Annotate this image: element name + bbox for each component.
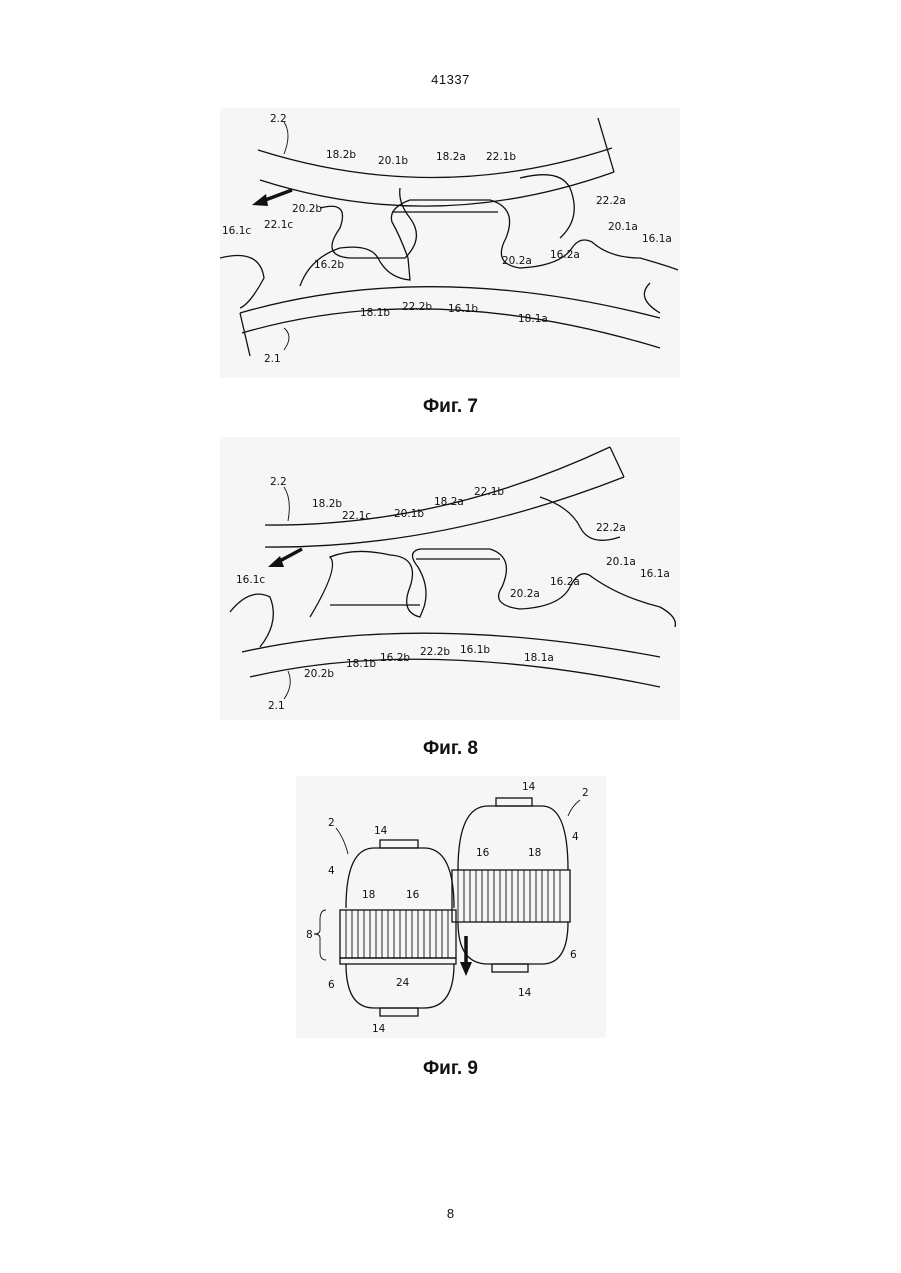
label-16-left: 16	[406, 889, 420, 901]
label-2-1: 2.1	[264, 353, 281, 365]
label-16-right: 16	[476, 847, 490, 859]
label-18-1a: 18.1a	[518, 313, 548, 325]
label-16-1b: 16.1b	[448, 303, 478, 315]
label-20-1b: 20.1b	[378, 155, 408, 167]
figure-8-svg: 2.2 18.2b 22.1c 20.1b 18.2a 22.1b 22.2a …	[220, 437, 680, 720]
figure-8-caption: Фиг. 8	[0, 738, 901, 760]
rail-2-2-end	[610, 447, 624, 477]
label-18-1b: 18.1b	[346, 658, 376, 670]
label-16-2a: 16.2a	[550, 249, 580, 261]
right-gear-teeth	[458, 870, 560, 922]
label-4-left: 4	[328, 865, 335, 877]
figure-7-drawing: 2.2 18.2b 20.1b 18.2a 22.1b 22.2a 20.2b …	[220, 108, 680, 378]
carrier-16-1c	[220, 256, 264, 309]
rail-2-2-end	[598, 118, 614, 172]
direction-arrow-head	[460, 962, 472, 976]
rail-2-1-end	[240, 313, 250, 356]
figure-9-drawing: 2 2 14 14 14 14 4 4 18 16 16 18 8 6 6 24	[296, 776, 606, 1038]
left-roller-ring-24	[340, 958, 456, 964]
right-roller-top-body	[458, 806, 568, 870]
label-14-d: 14	[372, 1023, 386, 1035]
label-16-1b: 16.1b	[460, 644, 490, 656]
label-16-2a: 16.2a	[550, 576, 580, 588]
carrier-outline	[300, 200, 678, 286]
label-14-a: 14	[374, 825, 388, 837]
label-16-1c: 16.1c	[222, 225, 251, 237]
figure-9-caption: Фиг. 9	[0, 1058, 901, 1080]
direction-arrow-head	[268, 556, 284, 567]
label-8: 8	[306, 929, 313, 941]
label-22-1c: 22.1c	[264, 219, 293, 231]
label-20-1a: 20.1a	[608, 221, 638, 233]
label-22-2b: 22.2b	[402, 301, 432, 313]
leader	[568, 800, 580, 816]
figure-8-drawing: 2.2 18.2b 22.1c 20.1b 18.2a 22.1b 22.2a …	[220, 437, 680, 720]
right-roller-bottom-cap	[492, 964, 528, 972]
carrier-16-1a	[644, 283, 660, 313]
label-18-left: 18	[362, 889, 375, 901]
label-18-1a: 18.1a	[524, 652, 554, 664]
label-20-2b: 20.2b	[304, 668, 334, 680]
label-18-1b: 18.1b	[360, 307, 390, 319]
leader	[284, 122, 288, 154]
label-20-1a: 20.1a	[606, 556, 636, 568]
label-2-2: 2.2	[270, 113, 287, 125]
label-2-right: 2	[582, 787, 589, 799]
figure-7-caption: Фиг. 7	[0, 396, 901, 418]
leader	[336, 828, 348, 854]
page-number: 8	[0, 1206, 901, 1221]
label-22-2a: 22.2a	[596, 195, 626, 207]
figure-7-svg: 2.2 18.2b 20.1b 18.2a 22.1b 22.2a 20.2b …	[220, 108, 680, 378]
label-18-2b: 18.2b	[326, 149, 356, 161]
rail-2-2-upper-edge	[265, 447, 610, 525]
rail-2-2-lower-edge	[265, 477, 624, 547]
label-16-2b: 16.2b	[314, 259, 344, 271]
carrier-16-1c	[230, 594, 273, 647]
rail-2-1-upper-edge	[242, 633, 660, 657]
label-16-1a: 16.1a	[642, 233, 672, 245]
label-24: 24	[396, 977, 410, 989]
rail-2-2-lower-edge	[258, 148, 612, 178]
leader	[284, 328, 289, 350]
label-18-2b: 18.2b	[312, 498, 342, 510]
label-22-2b: 22.2b	[420, 646, 450, 658]
label-22-1b: 22.1b	[486, 151, 516, 163]
direction-arrow-head	[252, 194, 268, 206]
label-6-right: 6	[570, 949, 577, 961]
label-22-2a: 22.2a	[596, 522, 626, 534]
label-14-b: 14	[522, 781, 536, 793]
label-2-1: 2.1	[268, 700, 285, 712]
right-roller-bottom-body	[458, 922, 568, 964]
label-2-2: 2.2	[270, 476, 287, 488]
figure-9-svg: 2 2 14 14 14 14 4 4 18 16 16 18 8 6 6 24	[296, 776, 606, 1038]
label-22-1c: 22.1c	[342, 510, 371, 522]
label-20-2a: 20.2a	[502, 255, 532, 267]
label-18-right: 18	[528, 847, 541, 859]
label-20-1b: 20.1b	[394, 508, 424, 520]
label-20-2a: 20.2a	[510, 588, 540, 600]
label-16-1a: 16.1a	[640, 568, 670, 580]
carrier-22-2a	[520, 175, 574, 238]
document-number: 41337	[0, 72, 901, 87]
label-16-2b: 16.2b	[380, 652, 410, 664]
label-14-c: 14	[518, 987, 532, 999]
label-18-2a: 18.2a	[434, 496, 464, 508]
left-roller-top-cap	[380, 840, 418, 848]
left-roller-bottom-cap	[380, 1008, 418, 1016]
leader	[284, 671, 290, 699]
leader	[284, 487, 289, 521]
label-22-1b: 22.1b	[474, 486, 504, 498]
left-roller-gear-band	[340, 910, 456, 958]
label-20-2b: 20.2b	[292, 203, 322, 215]
label-2-left: 2	[328, 817, 335, 829]
label-18-2a: 18.2a	[436, 151, 466, 163]
right-roller-top-cap	[496, 798, 532, 806]
label-4-right: 4	[572, 831, 579, 843]
brace-8	[314, 910, 326, 960]
label-6-left: 6	[328, 979, 335, 991]
label-16-1c: 16.1c	[236, 574, 265, 586]
left-gear-teeth	[346, 910, 448, 958]
